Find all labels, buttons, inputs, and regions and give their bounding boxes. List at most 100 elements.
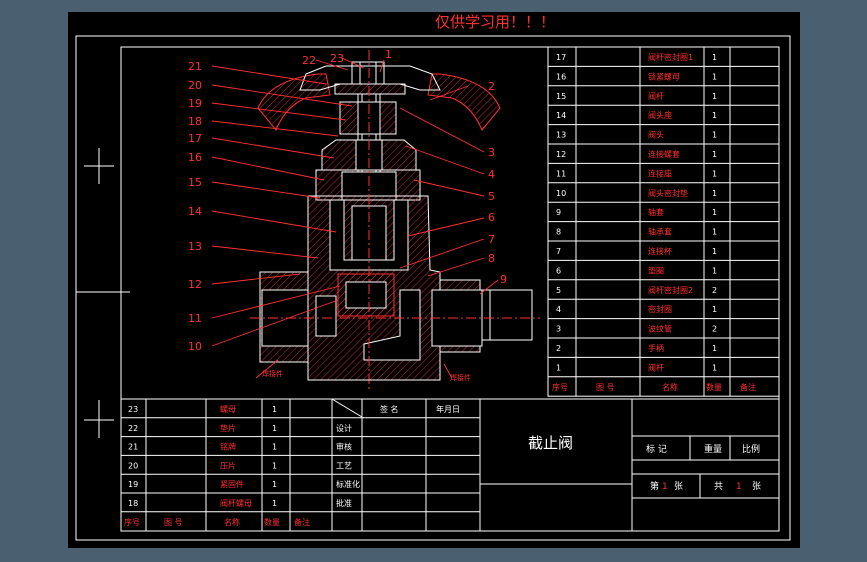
bom-main-no: 16 [556, 72, 566, 81]
bom-main-qty: 1 [712, 266, 717, 275]
callout-8: 8 [488, 252, 495, 265]
bom-lower-header-qty: 数量 [264, 517, 280, 527]
valve-section-view [250, 50, 540, 392]
bom-main-qty: 1 [712, 189, 717, 198]
callout-7: 7 [488, 233, 495, 246]
bom-main-name: 阀杆 [648, 362, 664, 372]
bom-lower-name: 阀杆螺母 [220, 498, 252, 508]
bom-main-no: 6 [556, 266, 561, 275]
bom-main-name: 阀杆密封圈1 [648, 52, 693, 62]
bom-main-name: 阀头座 [648, 110, 672, 120]
bom-main-qty: 1 [712, 131, 717, 140]
bom-lower-header-name: 名称 [224, 517, 240, 527]
bom-main-header-qty: 数量 [706, 382, 722, 392]
weight-label: 重量 [704, 443, 722, 455]
bom-main-qty: 1 [712, 53, 717, 62]
bom-lower-no: 18 [128, 499, 138, 508]
callout-22: 22 [302, 54, 316, 67]
total-unit: 张 [752, 481, 761, 492]
bom-main-qty: 1 [712, 92, 717, 101]
sheet-label: 第 [650, 480, 659, 492]
crosshair-icon [76, 148, 130, 438]
bom-lower-name: 螺母 [220, 404, 236, 414]
callout-2: 2 [488, 80, 495, 93]
bom-lower-no: 23 [128, 405, 138, 414]
bom-main-qty: 1 [712, 208, 717, 217]
bom-main-qty: 1 [712, 150, 717, 159]
bom-lower-header-code: 图 号 [164, 518, 183, 527]
bom-main-name: 密封圈 [648, 304, 672, 314]
bom-main-qty: 1 [712, 247, 717, 256]
signature-header-sign: 签 名 [380, 404, 399, 414]
bom-main-name: 阀杆密封圈2 [648, 285, 693, 295]
bom-main-no: 1 [556, 363, 561, 372]
sheet-number: 1 [662, 482, 668, 492]
bom-main-name: 阀头 [648, 130, 664, 140]
bom-main-name: 锁紧螺母 [648, 71, 680, 81]
callout-5: 5 [488, 190, 495, 203]
bom-main-no: 11 [556, 169, 566, 178]
bom-lower-qty: 1 [272, 405, 277, 414]
bom-main-no: 12 [556, 150, 566, 159]
bom-lower-no: 20 [128, 461, 138, 470]
weld-annotation-left: 焊接件 [262, 369, 283, 378]
callout-leaders [211, 57, 499, 379]
bom-main-qty: 1 [712, 169, 717, 178]
callout-10: 10 [188, 340, 202, 353]
bom-main-no: 10 [556, 189, 566, 198]
bom-main-qty: 2 [712, 286, 717, 295]
callout-23: 23 [330, 52, 344, 65]
title-right-block: 标 记 重量 比例 第 1 张 共 1 张 [646, 443, 761, 492]
bom-main-header-no: 序号 [552, 382, 568, 392]
callout-numbers: 1 2 3 4 5 6 7 8 9 10 11 12 13 14 15 16 1… [188, 48, 507, 353]
signature-header-date: 年月日 [436, 404, 460, 414]
watermark-text: 仅供学习用！！！ [435, 13, 555, 31]
bom-main-qty: 2 [712, 325, 717, 334]
bom-main-name: 阀杆 [648, 91, 664, 101]
signature-row-label: 批准 [336, 498, 352, 508]
bom-lower-no: 22 [128, 424, 138, 433]
scale-label: 比例 [742, 443, 760, 455]
bom-main-header-remark: 备注 [740, 382, 756, 392]
bom-main-no: 14 [556, 111, 566, 120]
signature-row-label: 工艺 [336, 461, 352, 470]
callout-14: 14 [188, 205, 202, 218]
signature-row-label: 标准化 [336, 479, 360, 489]
bom-lower-no: 19 [128, 480, 138, 489]
weld-annotation-right: 焊接件 [450, 373, 471, 382]
bom-main-no: 2 [556, 344, 561, 353]
bom-main-qty: 1 [712, 305, 717, 314]
bom-main-name: 连接杯 [648, 246, 672, 256]
callout-12: 12 [188, 278, 202, 291]
bom-main-qty: 1 [712, 111, 717, 120]
callout-13: 13 [188, 240, 202, 253]
total-label: 共 [714, 481, 723, 492]
bom-main-qty: 1 [712, 72, 717, 81]
bom-main-no: 15 [556, 92, 566, 101]
callout-15: 15 [188, 176, 202, 189]
bom-main-qty: 1 [712, 228, 717, 237]
bom-main-no: 8 [556, 228, 561, 237]
bom-main-name: 垫圈 [648, 265, 664, 275]
callout-19: 19 [188, 97, 202, 110]
bom-main-header-name: 名称 [662, 382, 678, 392]
sheet-unit: 张 [674, 481, 683, 492]
bom-main-no: 4 [556, 305, 561, 314]
callout-1: 1 [385, 48, 392, 61]
callout-21: 21 [188, 60, 202, 73]
bom-lower-qty: 1 [272, 480, 277, 489]
bom-main-name: 轴承套 [648, 227, 672, 237]
bom-lower-header-no: 序号 [124, 517, 140, 527]
bom-lower-name: 铭牌 [220, 442, 236, 452]
bom-lower-qty: 1 [272, 424, 277, 433]
bom-lower-name: 垫片 [220, 423, 236, 433]
callout-20: 20 [188, 79, 202, 92]
bom-main-name: 轴套 [648, 207, 664, 217]
bom-lower-qty: 1 [272, 461, 277, 470]
callout-16: 16 [188, 151, 202, 164]
bom-lower-name: 紧固件 [220, 479, 244, 489]
bom-main-no: 9 [556, 208, 561, 217]
